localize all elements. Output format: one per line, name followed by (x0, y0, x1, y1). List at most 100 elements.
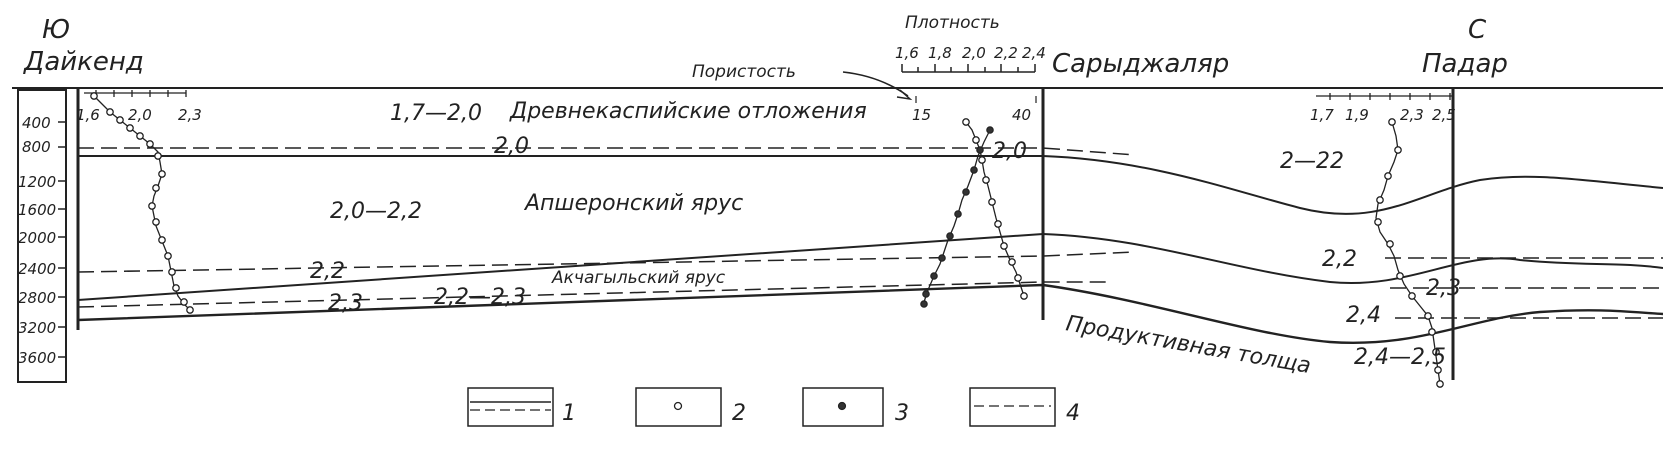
middle-density-point (994, 220, 1002, 228)
right-point (1386, 240, 1394, 248)
isoline-2-0 (78, 147, 1136, 156)
legend-open-circle (673, 401, 683, 411)
legend-number-4: 4 (1066, 401, 1080, 426)
density-label-2-3: 2,3 (328, 291, 363, 316)
middle-porosity-point (976, 146, 984, 154)
right-point (1432, 348, 1440, 356)
legend-box-1 (467, 387, 554, 427)
depth-tick-2400: 2400 (18, 260, 56, 278)
depth-tick-marks (58, 121, 66, 358)
left-well-axis-line (84, 90, 187, 97)
legend-item-3: 3 (802, 387, 909, 427)
legend-item-4: 4 (969, 387, 1080, 427)
left-point (180, 298, 188, 306)
left-point (146, 140, 154, 148)
middle-porosity-point (938, 254, 946, 262)
right-point (1408, 292, 1416, 300)
middle-density-point (1008, 258, 1016, 266)
density-label-right-2-3: 2,3 (1426, 276, 1461, 301)
right-point (1374, 218, 1382, 226)
density-tick-1: 1,6 (895, 44, 919, 62)
right-point (1396, 272, 1404, 280)
depth-tick-1200: 1200 (18, 173, 56, 191)
density-label-2-0-mid: 2,0 (992, 139, 1027, 164)
legend: 1 2 3 4 (467, 387, 1080, 427)
porosity-label: Пористость (692, 62, 796, 82)
left-well-tick-1: 1,6 (76, 106, 100, 124)
left-point (168, 268, 176, 276)
porosity-tick-40: 40 (1012, 106, 1031, 124)
left-point (158, 170, 166, 178)
depth-tick-2800: 2800 (18, 289, 56, 307)
density-label-2-22: 2—22 (1280, 149, 1344, 174)
middle-porosity-point (970, 166, 978, 174)
middle-well-porosity-points (920, 126, 994, 308)
depth-scale-box (17, 89, 67, 383)
middle-porosity-point (954, 210, 962, 218)
depth-tick-1600: 1600 (18, 201, 56, 219)
middle-density-point (982, 176, 990, 184)
right-place: Падар (1422, 49, 1508, 79)
left-point (148, 202, 156, 210)
depth-tick-800: 800 (22, 138, 51, 156)
middle-density-point (978, 156, 986, 164)
density-axis-line (901, 64, 1036, 73)
density-label-2-0-2-2: 2,0—2,2 (330, 199, 422, 224)
left-point (152, 218, 160, 226)
left-well-tick-3: 2,3 (178, 106, 202, 124)
legend-number-1: 1 (562, 401, 576, 426)
density-label-right-2-4: 2,4 (1346, 303, 1381, 328)
right-point (1388, 118, 1396, 126)
left-point (106, 108, 114, 116)
density-tick-5: 2,4 (1022, 44, 1046, 62)
density-tick-2: 1,8 (928, 44, 952, 62)
depth-tick-3200: 3200 (18, 319, 56, 337)
boundary-akchagyl-top (77, 232, 1663, 301)
porosity-arrow (842, 71, 909, 97)
middle-place: Сарыджаляр (1052, 49, 1229, 79)
middle-density-point (972, 136, 980, 144)
legend-box-2 (635, 387, 722, 427)
right-well-tick-2: 1,9 (1345, 106, 1369, 124)
middle-porosity-point (920, 300, 928, 308)
middle-porosity-point (962, 188, 970, 196)
density-tick-3: 2,0 (962, 44, 986, 62)
density-label-1-7-2-0: 1,7—2,0 (390, 101, 482, 126)
depth-tick-2000: 2000 (18, 229, 56, 247)
boundary-productive-top (77, 283, 1663, 344)
legend-box-3 (802, 387, 884, 427)
middle-porosity-point (922, 290, 930, 298)
right-well-tick-4: 2,5 (1432, 106, 1456, 124)
right-point (1394, 146, 1402, 154)
right-point (1434, 366, 1442, 374)
middle-density-point (988, 198, 996, 206)
middle-density-point (962, 118, 970, 126)
left-point (116, 116, 124, 124)
middle-density-point (1020, 292, 1028, 300)
isoline-2-2 (77, 251, 1136, 273)
density-label-2-4-2-5: 2,4—2,5 (1354, 345, 1446, 370)
middle-porosity-point (986, 126, 994, 134)
depth-tick-400: 400 (22, 114, 51, 132)
middle-porosity-point (946, 232, 954, 240)
middle-density-point (1000, 242, 1008, 250)
left-point (172, 284, 180, 292)
right-point (1436, 380, 1444, 388)
left-point (158, 236, 166, 244)
middle-well-density-points (962, 118, 1028, 300)
porosity-tick-15: 15 (912, 106, 931, 124)
boundary-absheron-top (78, 155, 1663, 215)
legend-number-3: 3 (895, 401, 909, 426)
layer-absheron: Апшеронский ярус (523, 191, 743, 216)
left-direction: Ю (42, 15, 70, 45)
depth-tick-3600: 3600 (18, 349, 56, 367)
right-point (1424, 312, 1432, 320)
left-point (154, 152, 162, 160)
depth-scale: 400 800 1200 1600 2000 2400 2800 3200 36… (18, 114, 66, 367)
density-label-2-2: 2,2 (310, 259, 345, 284)
right-point (1376, 196, 1384, 204)
density-axis-title: Плотность (905, 13, 1000, 33)
left-point (164, 252, 172, 260)
density-axis: 1,6 1,8 2,0 2,2 2,4 (895, 44, 1046, 73)
legend-item-1: 1 (467, 387, 576, 427)
